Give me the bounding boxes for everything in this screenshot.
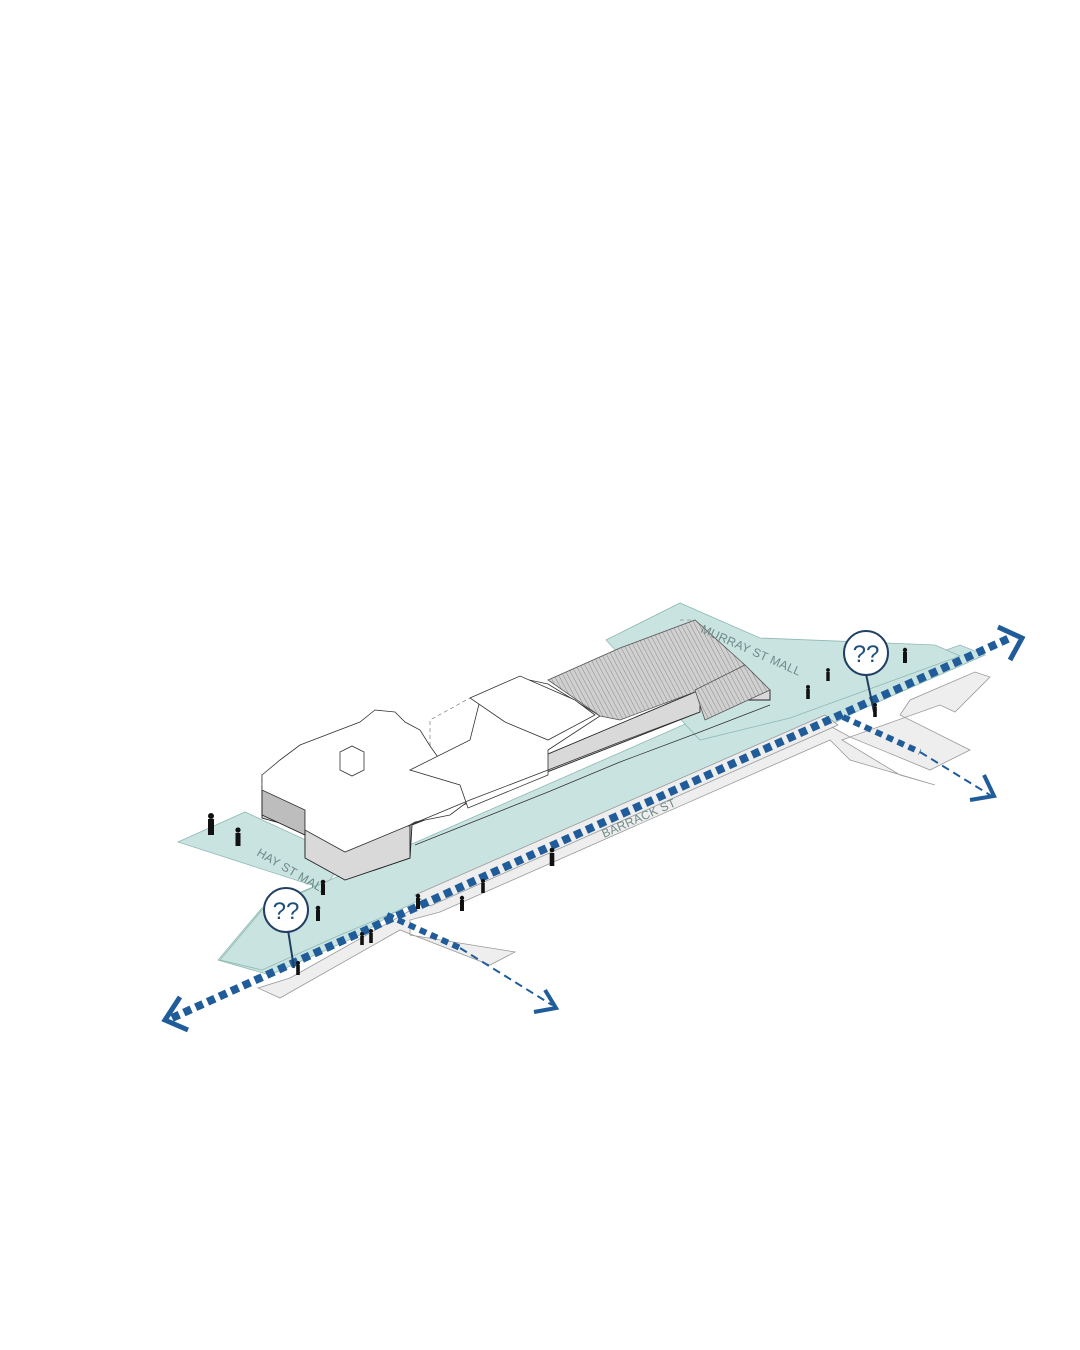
secondary-flow-thin (919, 751, 991, 796)
pedestrian-icon (459, 895, 465, 911)
pedestrian-icon (320, 879, 326, 895)
marker-bubble (263, 887, 309, 933)
mid-block-roof (469, 675, 596, 741)
pedestrian-icon (315, 905, 321, 921)
chimney-block (339, 745, 365, 777)
arrowhead-icon (996, 624, 1026, 662)
barrack-road-surface (256, 671, 991, 999)
pedestrian-icon (235, 827, 241, 846)
secondary-flow-thin (459, 947, 553, 1006)
marker-pin-line (287, 929, 295, 969)
secondary-flow-thick (385, 912, 462, 951)
building-block (261, 619, 771, 881)
arcade-roof-east (694, 664, 771, 721)
pedestrian-icon (826, 668, 830, 681)
secondary-flow-south (385, 912, 560, 1014)
pedestrian-icon (806, 685, 810, 699)
pedestrian-icon (369, 929, 373, 943)
pedestrian-icon (296, 961, 300, 975)
marker-label: ?? (853, 641, 880, 668)
secondary-flow-north (841, 714, 997, 802)
pedestrian-icon (360, 932, 364, 945)
marker-bubble (843, 630, 889, 676)
pedestrian-icon (208, 813, 214, 835)
secondary-flow-thick (841, 714, 922, 755)
arrowhead-icon (533, 988, 560, 1014)
arrowhead-icon (969, 774, 997, 802)
pedestrian-icon (415, 893, 421, 909)
pedestrian-icon (549, 847, 555, 866)
marker-pin-line (865, 673, 875, 713)
pedestrian-icon (902, 647, 908, 663)
question-marker-icon: ?? (263, 887, 309, 969)
pedestrian-icon (873, 703, 877, 717)
question-marker-icon: ?? (843, 630, 889, 713)
arrowhead-icon (161, 995, 189, 1033)
pedestrian-icon (481, 879, 485, 893)
marker-label: ?? (273, 898, 300, 925)
heritage-roof-west (261, 709, 471, 853)
pedestrians (208, 647, 908, 975)
